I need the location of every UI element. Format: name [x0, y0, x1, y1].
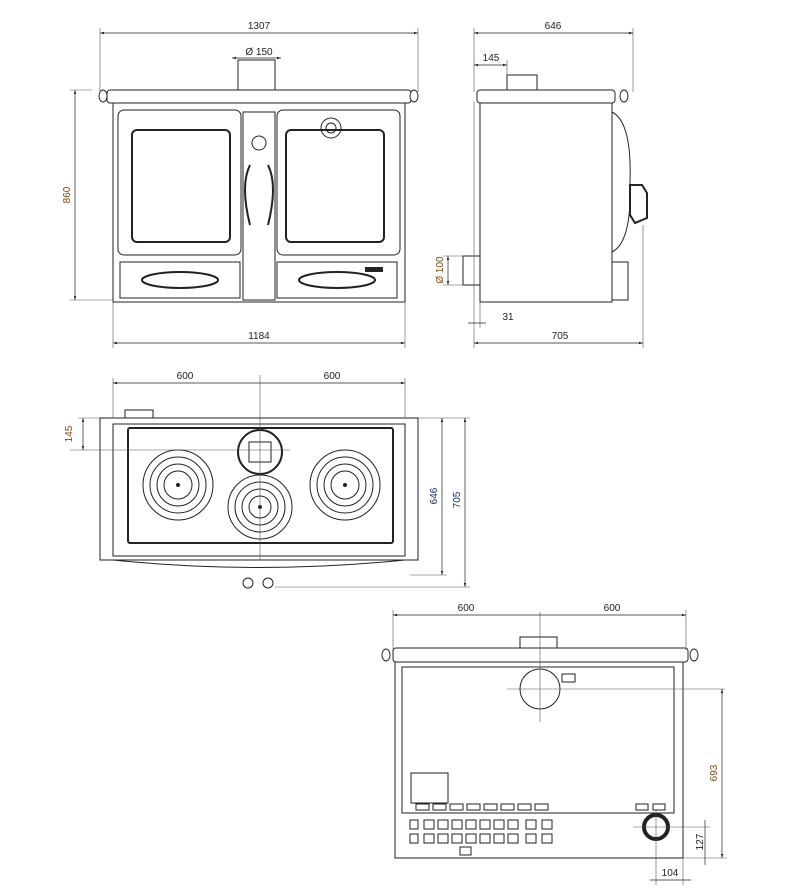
right-drawer-handle [298, 271, 376, 289]
door-handles [244, 164, 274, 226]
right-door [276, 109, 401, 256]
front-view: 1307 Ø 150 860 1184 [62, 21, 419, 348]
center-column [242, 111, 276, 301]
air-regulator [251, 135, 267, 151]
back-panel [401, 666, 675, 814]
right-drawer [276, 261, 398, 299]
handle-knob-left [242, 577, 254, 589]
dim-width-total: 1307 [248, 21, 271, 32]
rail-knob-left [381, 648, 391, 662]
burner-right [309, 449, 381, 521]
top-rail [106, 89, 412, 104]
rail-knob-right [409, 89, 419, 103]
dim-pipe-diameter: Ø 100 [435, 256, 446, 284]
cooktop-frame [112, 423, 406, 557]
dim-depth-handle: 705 [452, 491, 463, 508]
flue-pipe [506, 74, 538, 91]
dim-flue-height: 693 [709, 764, 720, 781]
left-drawer [119, 261, 241, 299]
door-handle [629, 184, 648, 225]
back-view: 600 600 693 127 104 [381, 603, 727, 885]
badge-plate [365, 267, 383, 272]
dim-depth: 646 [429, 487, 440, 504]
left-drawer-handle [141, 271, 219, 289]
dim-depth-handle: 705 [552, 331, 569, 342]
left-door-window [131, 129, 231, 243]
stove-body [99, 417, 419, 561]
dim-right-half: 600 [324, 371, 341, 382]
top-rail [392, 647, 689, 663]
burner-left [142, 449, 214, 521]
dim-left-half: 600 [177, 371, 194, 382]
top-rail [476, 89, 616, 104]
stove-body [394, 661, 684, 859]
rear-pipe [462, 255, 481, 286]
flue-pipe [124, 409, 154, 419]
dim-flue-offset: 145 [64, 425, 75, 442]
door-profile [611, 111, 631, 253]
back-bracket [561, 673, 576, 683]
handle-knob-right [262, 577, 274, 589]
dim-outlet-offset: 104 [662, 868, 679, 879]
drawer-profile [611, 261, 629, 301]
rail-knob-right [689, 648, 699, 662]
front-rail [112, 559, 406, 568]
stove-body [112, 102, 406, 303]
cooktop-plate [127, 427, 394, 544]
rail-knob [619, 89, 629, 103]
top-view: 600 600 145 646 705 [64, 371, 470, 589]
flue-pipe [519, 636, 558, 649]
right-door-window [285, 129, 385, 243]
dim-flue-offset: 145 [483, 53, 500, 64]
dim-height: 860 [62, 186, 73, 203]
dim-body-width: 1184 [248, 331, 270, 342]
dim-flue-diameter: Ø 150 [245, 47, 273, 58]
dim-depth-total: 646 [545, 21, 562, 32]
inspection-plate [410, 772, 449, 804]
dim-right-half: 600 [604, 603, 621, 614]
dim-outlet-height: 127 [695, 833, 706, 850]
left-door [117, 109, 242, 256]
thermometer [320, 117, 342, 139]
vent-grid [409, 819, 553, 856]
stove-body [479, 102, 613, 303]
rail-knob-left [98, 89, 108, 103]
vent-row-top [415, 803, 666, 811]
thermometer-inner [325, 122, 337, 134]
dim-left-half: 600 [458, 603, 475, 614]
dim-pipe-offset: 31 [502, 312, 514, 323]
side-view: 646 145 Ø 100 31 705 [435, 21, 648, 348]
flue-pipe [237, 59, 276, 91]
